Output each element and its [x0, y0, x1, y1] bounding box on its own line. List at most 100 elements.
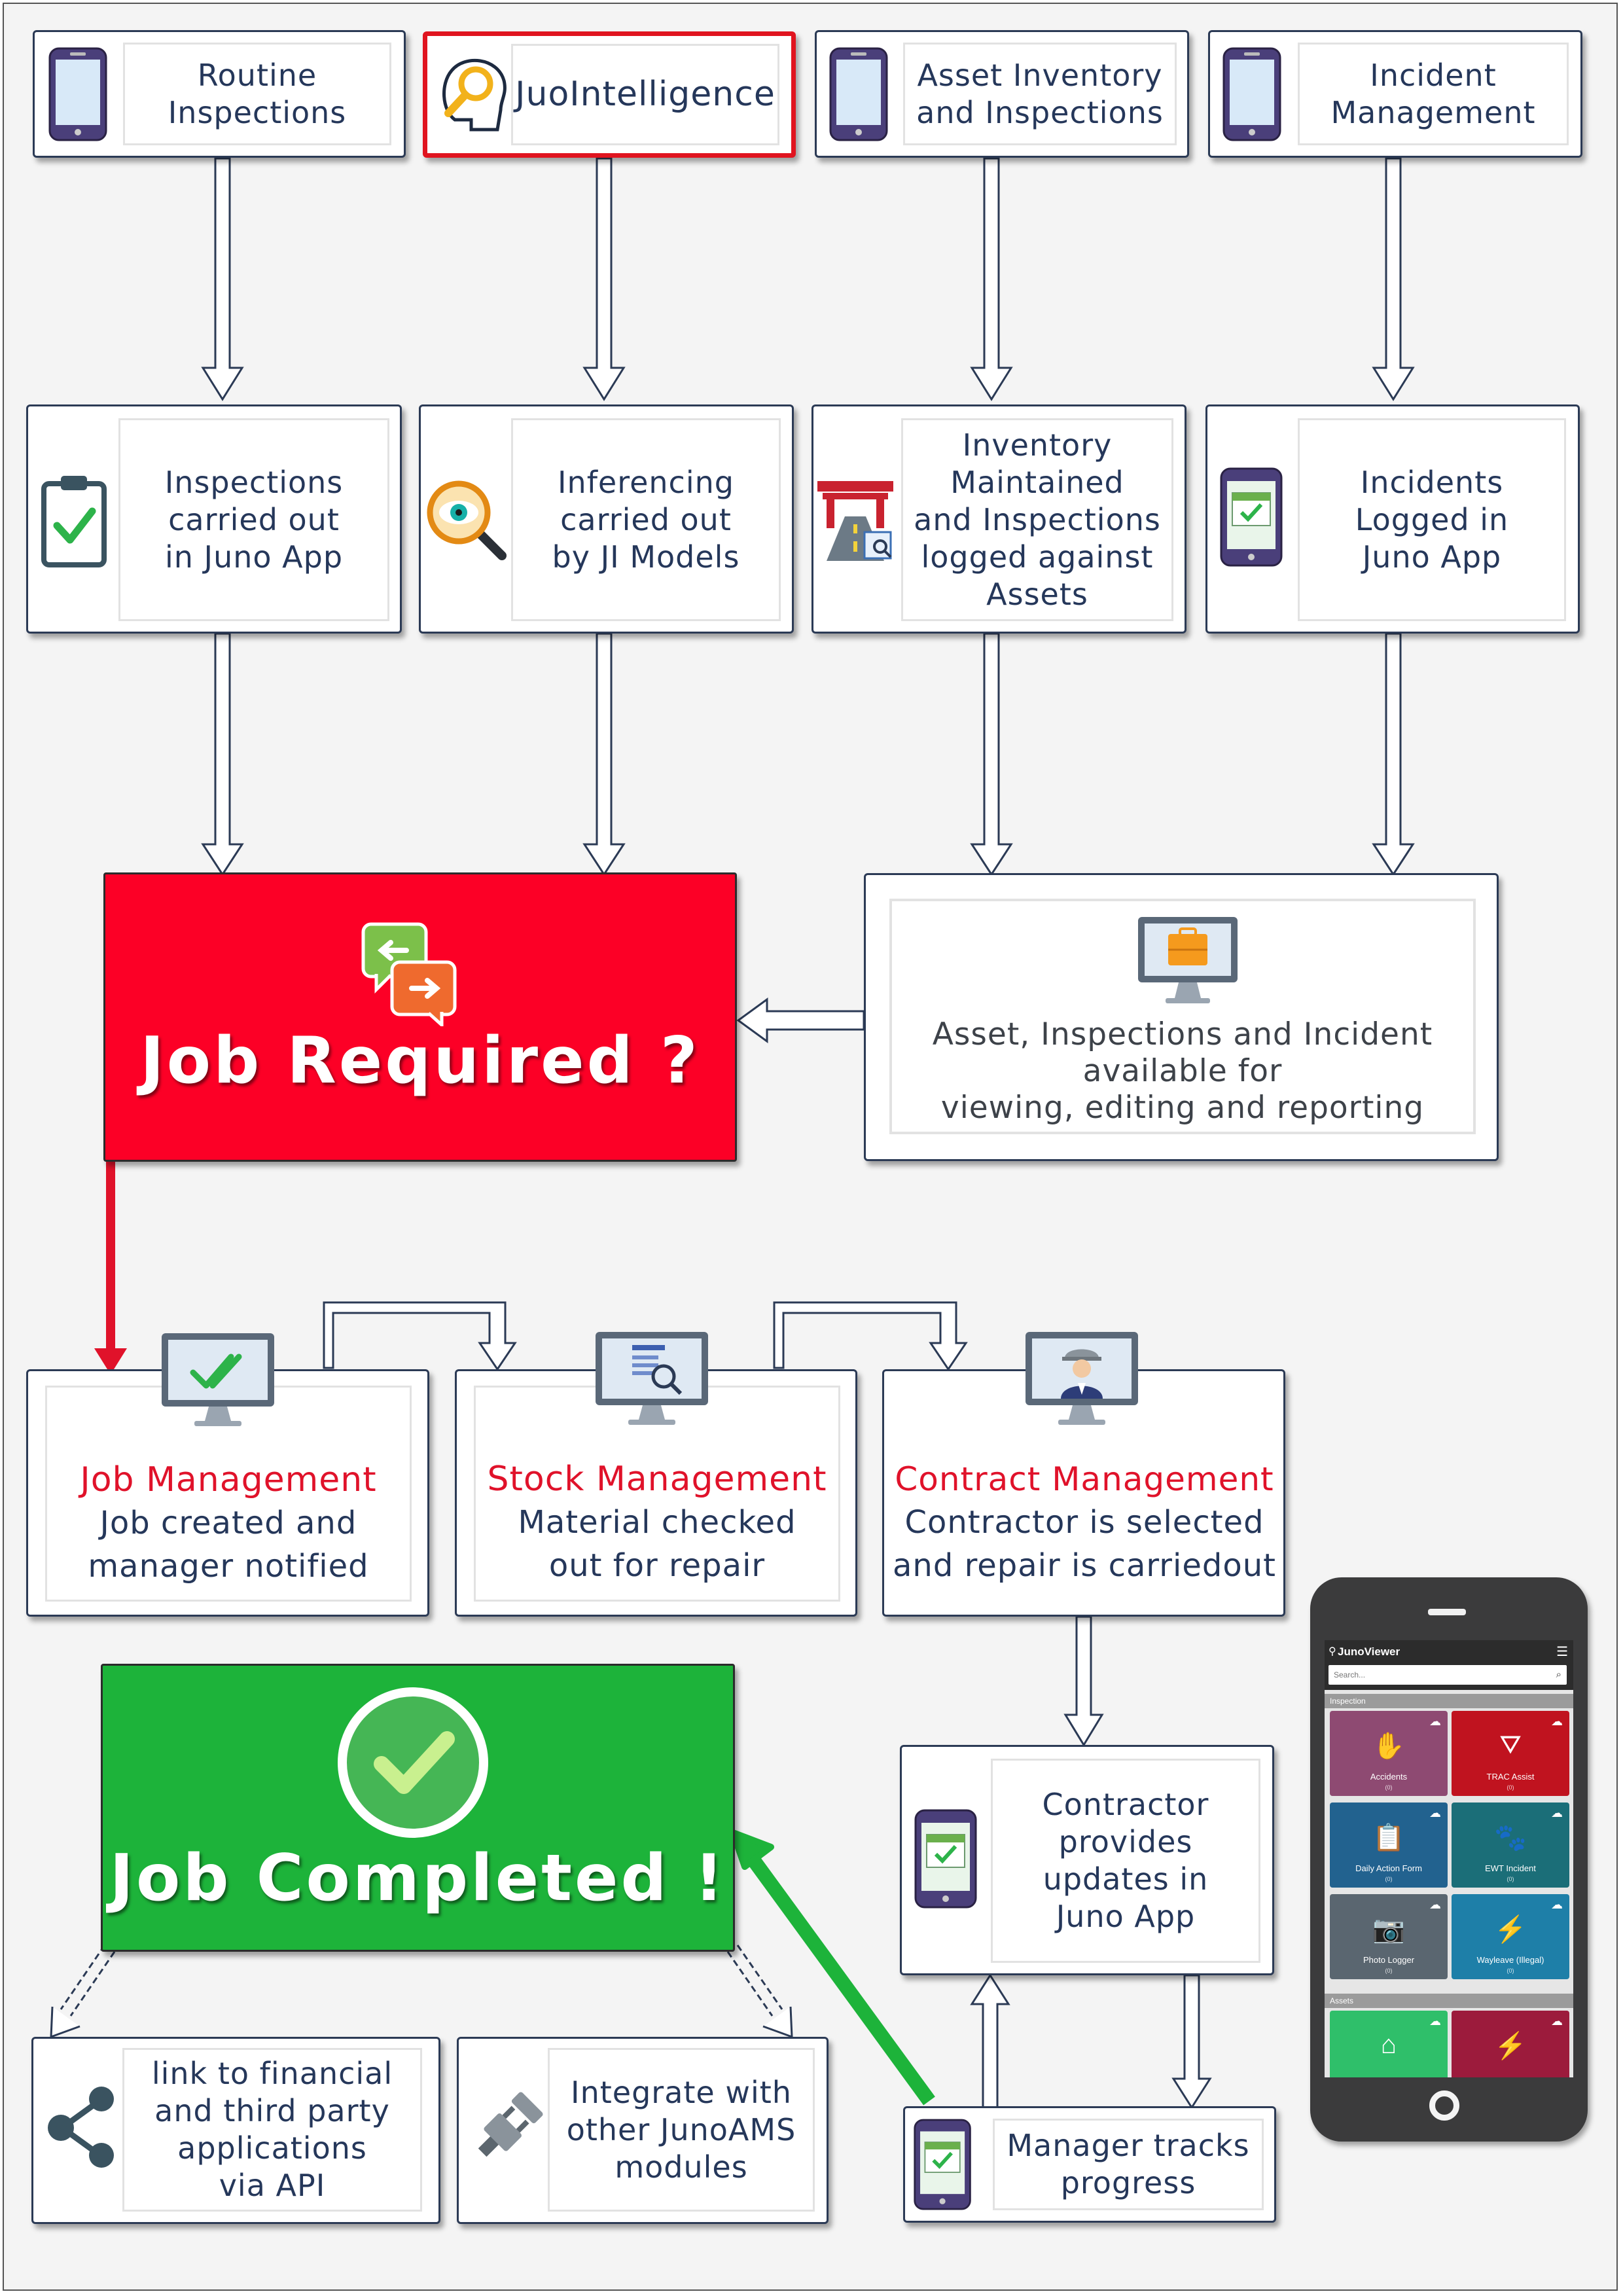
tile-count: (0) — [1385, 1784, 1393, 1791]
middle-box-label: Inventory Maintained and Inspections log… — [914, 427, 1161, 612]
top-box-label: JuoIntelligence — [515, 75, 776, 114]
phone-app-tile[interactable]: ☁ 🐾 EWT Incident (0) — [1452, 1803, 1569, 1888]
tile-glyph-icon: ⚡ — [1494, 2032, 1527, 2060]
phone-app-tile[interactable]: ☁ ✋ Accidents (0) — [1330, 1711, 1448, 1796]
phone-app-tile[interactable]: ☁⚡ — [1452, 2011, 1569, 2077]
top-box-label: Routine Inspections — [168, 57, 347, 130]
arrow-intelligence-to-inferencing — [582, 157, 626, 401]
cloud-download-icon[interactable]: ☁ — [1551, 2015, 1563, 2028]
phone-mockup: ⚲ JunoViewer ☰ ⌕ Inspection ☁✋Accidents(… — [1310, 1577, 1588, 2142]
cloud-download-icon[interactable]: ☁ — [1551, 1898, 1563, 1911]
arrow-completed-to-integrate — [726, 1945, 783, 2017]
contract-management-title: Contract Management — [895, 1460, 1274, 1498]
cloud-download-icon[interactable]: ☁ — [1429, 1715, 1441, 1728]
inventory-maintained-label-panel: Inventory Maintained and Inspections log… — [901, 418, 1173, 621]
job-management-title: Job Management — [80, 1460, 377, 1499]
tile-glyph-icon: ⛛ — [1499, 1731, 1522, 1759]
monitor-document-search-icon — [593, 1329, 711, 1430]
app-logo-icon: ⚲ — [1329, 1646, 1336, 1657]
contract-management-desc: Contractor is selected and repair is car… — [893, 1504, 1276, 1584]
cloud-download-icon[interactable]: ☁ — [1429, 1806, 1441, 1820]
arrow-stock-to-contract — [773, 1301, 968, 1371]
job-management-desc: Job created and manager notified — [88, 1505, 369, 1585]
section-assets-label: Assets — [1330, 1996, 1354, 2005]
box-stock-management: Stock Management Material checked out fo… — [455, 1332, 857, 1617]
arrow-manager-to-updates — [970, 1973, 1010, 2109]
tile-count: (0) — [1385, 1876, 1393, 1882]
arrow-incident-to-logged — [1372, 157, 1415, 401]
clipboard-check-icon — [37, 472, 111, 573]
tile-label: Daily Action Form — [1355, 1863, 1422, 1873]
juointelligence-label-panel: JuoIntelligence — [511, 44, 779, 145]
incident-management-label-panel: Incident Management — [1298, 43, 1569, 145]
inspection-tiles: ☁✋Accidents(0)☁⛛TRAC Assist(0)☁📋Daily Ac… — [1325, 1711, 1573, 1992]
phone-icon — [1222, 46, 1285, 146]
arrow-incidents-to-viewing — [1372, 632, 1415, 876]
tile-label: Accidents — [1370, 1772, 1408, 1782]
manager-tracks-label: Manager tracks progress — [1007, 2128, 1250, 2200]
routine-inspections-label-panel: Routine Inspections — [123, 43, 391, 145]
cloud-download-icon[interactable]: ☁ — [1551, 1806, 1563, 1820]
cloud-download-icon[interactable]: ☁ — [1429, 2015, 1441, 2028]
box-manager-tracks: Manager tracks progress — [903, 2106, 1276, 2223]
box-incidents-logged: Incidents Logged in Juno App — [1205, 404, 1580, 634]
box-juointelligence: JuoIntelligence — [423, 31, 796, 158]
top-box-label: Incident Management — [1330, 57, 1536, 130]
job-required-box: Job Required ? — [103, 872, 737, 1162]
arrow-job-to-stock — [323, 1301, 517, 1371]
box-inventory-maintained: Inventory Maintained and Inspections log… — [812, 404, 1186, 634]
phone-calendar-icon — [914, 1808, 979, 1913]
box-routine-inspections: Routine Inspections — [33, 30, 406, 158]
tile-label: TRAC Assist — [1486, 1772, 1535, 1782]
tile-label: Wayleave (Illegal) — [1476, 1955, 1544, 1965]
arrow-routine-to-inspections — [201, 157, 244, 401]
middle-box-label: Inspections carried out in Juno App — [164, 464, 344, 575]
phone-app-tile[interactable]: ☁⛛TRAC Assist(0) — [1452, 1711, 1569, 1796]
tile-label: EWT Incident — [1485, 1863, 1536, 1873]
phone-calendar-icon — [1219, 467, 1285, 571]
phone-app-tile[interactable]: ☁⚡Wayleave (Illegal)(0) — [1452, 1894, 1569, 1979]
phone-search-bar: ⌕ — [1325, 1662, 1573, 1690]
box-financial-api: link to financial and third party applic… — [31, 2037, 440, 2224]
tile-glyph-icon: 🐾 — [1494, 1823, 1527, 1852]
box-inspections-carried-out: Inspections carried out in Juno App — [26, 404, 402, 634]
hamburger-menu-icon[interactable]: ☰ — [1556, 1645, 1568, 1659]
phone-app-tile[interactable]: ☁⌂ — [1330, 2011, 1448, 2077]
tile-glyph-icon: ⌂ — [1380, 2030, 1397, 2059]
incidents-logged-label-panel: Incidents Logged in Juno App — [1298, 418, 1566, 621]
tile-glyph-icon: ⚡ — [1494, 1915, 1527, 1944]
box-incident-management: Incident Management — [1208, 30, 1582, 158]
box-viewing-editing: Asset, Inspections and Incident availabl… — [864, 873, 1499, 1161]
tile-count: (0) — [1507, 1876, 1514, 1882]
phone-calendar-icon — [913, 2116, 973, 2217]
top-box-label: Asset Inventory and Inspections — [916, 57, 1164, 130]
asset-inventory-label-panel: Asset Inventory and Inspections — [903, 43, 1177, 145]
search-icon[interactable]: ⌕ — [1556, 1669, 1561, 1680]
cloud-download-icon[interactable]: ☁ — [1551, 1715, 1563, 1728]
arrow-contract-to-updates — [1063, 1615, 1104, 1747]
checkmark-circle-icon — [336, 1685, 490, 1842]
stock-management-desc: Material checked out for repair — [518, 1504, 796, 1584]
phone-app-tile[interactable]: ☁📋Daily Action Form(0) — [1330, 1803, 1448, 1888]
box-job-management: Job Management Job created and manager n… — [26, 1333, 429, 1617]
phone-app-tile[interactable]: ☁📷Photo Logger(0) — [1330, 1894, 1448, 1979]
phone-icon — [829, 46, 891, 146]
financial-api-label-panel: link to financial and third party applic… — [122, 2048, 422, 2212]
arrow-inventory-to-viewing — [970, 632, 1013, 876]
job-completed-title: Job Completed ! — [109, 1841, 726, 1916]
monitor-briefcase-icon — [1135, 914, 1240, 1009]
financial-api-label: link to financial and third party applic… — [151, 2056, 393, 2203]
phone-home-button[interactable] — [1429, 2090, 1459, 2121]
phone-search-input[interactable] — [1329, 1665, 1567, 1685]
cloud-download-icon[interactable]: ☁ — [1429, 1898, 1441, 1911]
tile-glyph-icon: ✋ — [1372, 1732, 1405, 1761]
viewing-editing-label: Asset, Inspections and Incident availabl… — [932, 1016, 1433, 1126]
section-inspection-label: Inspection — [1330, 1696, 1366, 1706]
contractor-updates-label: Contractor provides updates in Juno App — [1042, 1787, 1209, 1934]
arrow-job-required-to-management — [94, 1156, 127, 1374]
job-completed-box: Job Completed ! — [101, 1664, 735, 1952]
arrow-inspections-to-job — [201, 632, 244, 876]
share-icon — [43, 2085, 118, 2172]
middle-box-label: Incidents Logged in Juno App — [1355, 464, 1509, 575]
